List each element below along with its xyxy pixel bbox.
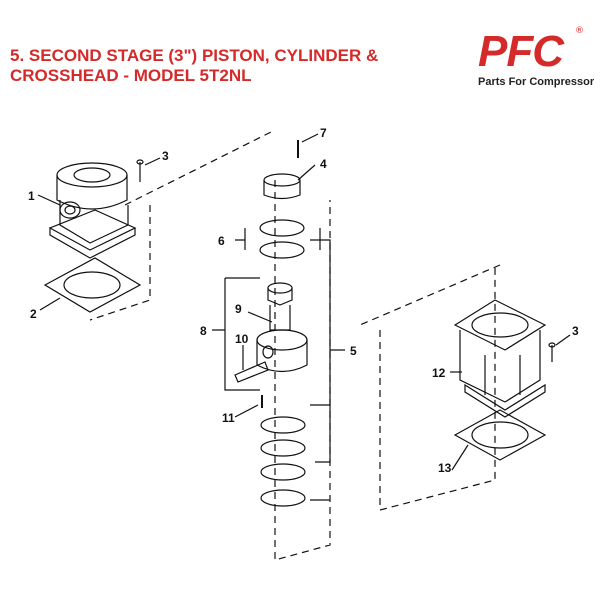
- callout-10: 10: [235, 332, 249, 346]
- bracket-6: [235, 228, 246, 250]
- callout-3-left: 3: [162, 149, 169, 163]
- callout-1: 1: [28, 189, 35, 203]
- title-line-2: CROSSHEAD - MODEL 5T2NL: [10, 66, 252, 85]
- title-line-1: 5. SECOND STAGE (3") PISTON, CYLINDER &: [10, 46, 379, 65]
- bracket-5: [310, 239, 345, 501]
- leader-3a: [144, 157, 161, 166]
- registered-mark: ®: [575, 26, 584, 36]
- bracket-8: [212, 277, 260, 391]
- callout-12: 12: [432, 366, 446, 380]
- leader-7: [301, 133, 319, 143]
- dash-line-right-top: [359, 264, 501, 326]
- part-6-rings: [259, 219, 305, 259]
- callout-5: 5: [350, 344, 357, 358]
- leader-3b: [555, 334, 571, 346]
- leader-9: [247, 311, 273, 323]
- logo-tagline: Parts For Compressor: [478, 76, 595, 88]
- callout-13: 13: [438, 461, 452, 475]
- callout-3-right: 3: [572, 324, 579, 338]
- callout-2: 2: [30, 307, 37, 321]
- dash-line-right: [379, 265, 496, 511]
- part-5-lower-rings: [260, 416, 306, 507]
- part-13-gasket: [453, 409, 547, 461]
- leader-1: [37, 194, 61, 206]
- part-1-cylinder-head: [48, 162, 137, 259]
- part-10-wrist-pin: [234, 361, 269, 383]
- dash-line-top-left: [124, 129, 276, 206]
- part-2-gasket: [43, 257, 142, 313]
- callout-9: 9: [235, 302, 242, 316]
- leader-2: [39, 297, 61, 311]
- callout-7: 7: [320, 126, 327, 140]
- leader-11: [234, 404, 259, 418]
- leader-13: [451, 444, 469, 471]
- part-3-screw-right: [548, 342, 556, 362]
- callout-8: 8: [200, 324, 207, 338]
- leader-4: [297, 164, 316, 181]
- part-9-piston: [256, 282, 308, 373]
- part-12-crosshead: [453, 299, 547, 418]
- dash-line-center: [274, 180, 331, 561]
- part-4-valve: [263, 173, 301, 200]
- dash-line-left: [89, 205, 151, 321]
- logo-letters: PFC: [478, 27, 564, 76]
- callout-6: 6: [218, 234, 225, 248]
- part-3-screw-left: [136, 159, 144, 182]
- page-title: 5. SECOND STAGE (3") PISTON, CYLINDER & …: [10, 46, 378, 86]
- pfc-logo: PFC ® Parts For Compressor: [478, 26, 595, 90]
- callout-11: 11: [222, 411, 235, 425]
- callout-4: 4: [320, 157, 327, 171]
